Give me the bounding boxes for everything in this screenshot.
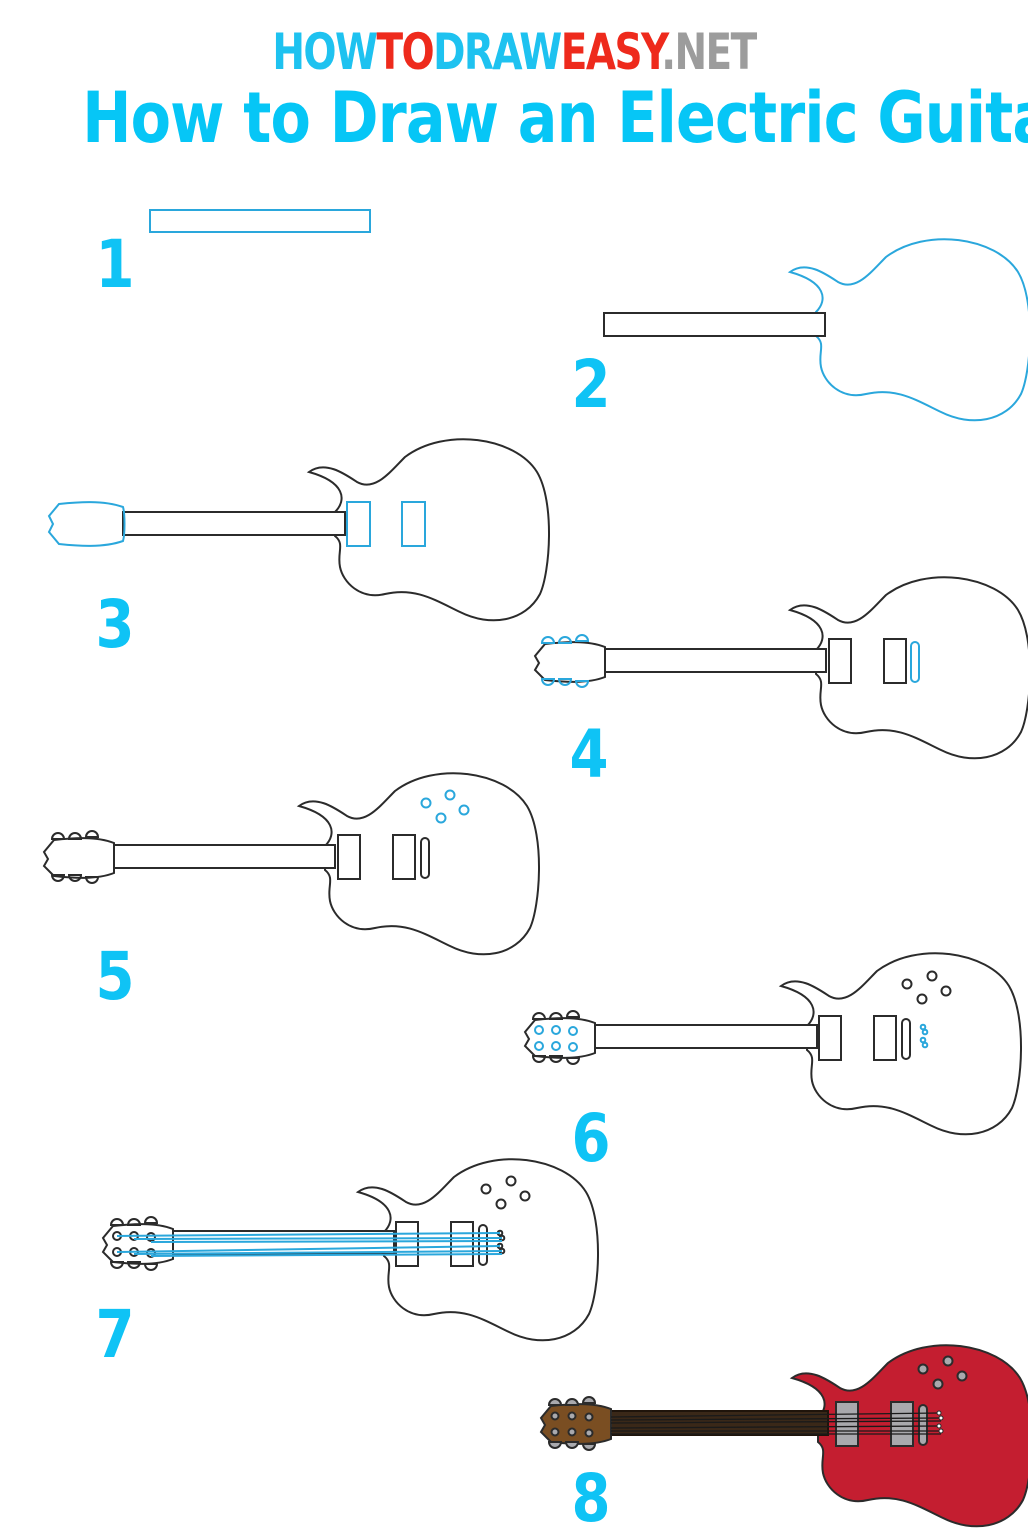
- brand-net: .NET: [661, 23, 757, 81]
- step-8-drawing: [540, 1344, 1028, 1528]
- site-brand-logo: HOWTODRAWEASY.NET: [113, 22, 915, 82]
- step-8-number: 8: [571, 1460, 611, 1537]
- step-2-number: 2: [571, 346, 611, 423]
- step-4-drawing: [534, 576, 1028, 760]
- step-6-drawing: [524, 952, 1023, 1136]
- brand-easy: EASY: [560, 23, 663, 81]
- brand-to: TO: [376, 23, 434, 81]
- step-6-number: 6: [571, 1100, 611, 1177]
- step-5-number: 5: [95, 938, 135, 1015]
- step-7-drawing: [102, 1158, 600, 1342]
- step-4-number: 4: [569, 716, 609, 793]
- brand-how: HOW: [272, 23, 378, 81]
- step-3-number: 3: [95, 586, 135, 663]
- step-5-drawing: [43, 772, 541, 956]
- step-1-number: 1: [95, 226, 135, 303]
- page-title: How to Draw an Electric Guitar: [82, 77, 1028, 159]
- step-7-number: 7: [95, 1296, 135, 1373]
- step-2-drawing: [603, 238, 1028, 422]
- brand-draw: DRAW: [433, 23, 562, 81]
- neck-rectangle: [149, 209, 371, 233]
- step-1-drawing: [149, 209, 371, 233]
- step-3-drawing: [48, 438, 551, 622]
